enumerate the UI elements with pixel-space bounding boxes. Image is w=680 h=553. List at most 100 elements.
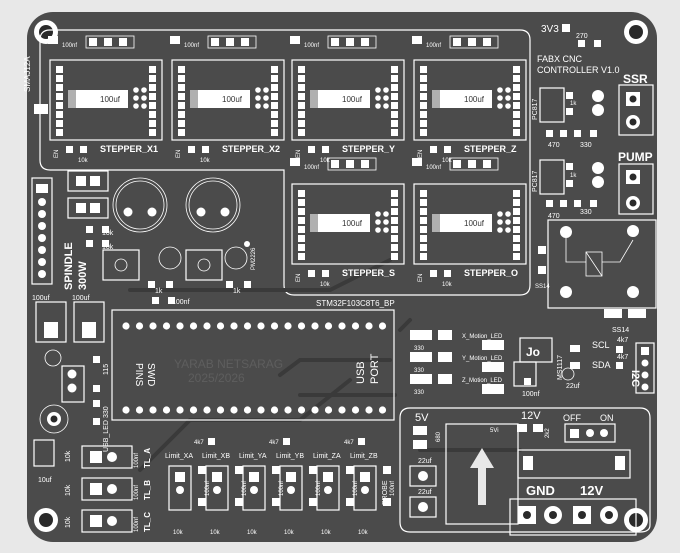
power-section-outline	[399, 407, 651, 533]
motion-led-res: 330	[414, 346, 425, 352]
svg-text:10uf: 10uf	[38, 477, 52, 484]
svg-text:330: 330	[103, 406, 110, 418]
stepper-label: STEPPER_O	[464, 268, 518, 278]
swd-label-1: SWD	[145, 363, 156, 386]
svg-text:22uf: 22uf	[566, 383, 580, 390]
svg-text:115: 115	[103, 364, 110, 375]
svg-text:1k: 1k	[155, 288, 163, 295]
relay: SS14	[535, 219, 657, 309]
decoupler-label: 100nf	[426, 165, 441, 171]
svg-text:SS14: SS14	[535, 284, 550, 290]
pc817-pump: PC817 1k 470 330	[532, 159, 604, 220]
stepper-res-label: 10k	[442, 282, 453, 288]
svg-text:1k: 1k	[570, 101, 577, 107]
svg-text:680: 680	[436, 431, 442, 442]
motion-led-label: Y_Motion_LED	[462, 356, 503, 362]
limit-pullup-label: 4k7	[194, 440, 204, 446]
svg-text:100nf: 100nf	[134, 517, 140, 532]
stepper-res-label: 10k	[442, 158, 453, 164]
gnd-label: GND	[526, 483, 555, 498]
enable-label: EN	[296, 274, 302, 282]
svg-text:100nf: 100nf	[134, 485, 140, 500]
mounting-hole-tr	[624, 20, 648, 44]
svg-text:470: 470	[548, 142, 560, 149]
svg-text:USB_LED: USB_LED	[103, 420, 110, 452]
svg-text:MS1117: MS1117	[557, 355, 564, 380]
limit-label: Limit_ZA	[313, 453, 341, 460]
enable-label: EN	[418, 274, 424, 282]
pump-connector	[618, 163, 654, 215]
power-caps-left: 100uf 100uf 115 330 USB_LED	[32, 295, 110, 452]
enable-label: EN	[418, 150, 424, 158]
ssr-label: SSR	[623, 72, 648, 86]
usb-label-1: USB	[355, 361, 367, 384]
limit-label: Limit_XA	[165, 453, 193, 460]
svg-text:10k: 10k	[65, 450, 72, 462]
limit-res: 10k	[173, 530, 184, 536]
svg-text:100uf: 100uf	[72, 295, 90, 302]
board-title-1: FABX CNC	[537, 54, 583, 64]
motion-led-label: Z_Motion_LED	[462, 378, 503, 384]
motion-led-3: 330 Z_Motion_LED	[410, 374, 504, 396]
svg-text:22uf: 22uf	[418, 489, 432, 496]
svg-text:PM2226: PM2226	[251, 247, 257, 270]
mcu-label: STM32F103C8T6_BP	[316, 299, 395, 308]
motion-led-res: 330	[414, 390, 425, 396]
limit-switch-1: Limit_XA 100nf 10k	[165, 453, 211, 536]
motion-led-group: 330X_Motion_LED330Y_Motion_LED330Z_Motio…	[410, 330, 504, 396]
decoupler-label: 100nf	[184, 43, 199, 49]
r270-label: 270	[576, 33, 588, 40]
svg-text:100uf: 100uf	[32, 295, 50, 302]
sda-label: SDA	[592, 360, 611, 370]
limit-res: 10k	[247, 530, 258, 536]
spindle-driver: 10k 10k PM2226 1k 1k 100nf	[67, 170, 257, 306]
enable-label: EN	[296, 150, 302, 158]
stepper-label: STEPPER_X1	[100, 144, 158, 154]
regulator-ms1117: Jo MS1117 22uf 100nf	[513, 337, 580, 398]
svg-text:100nf: 100nf	[134, 453, 140, 468]
limit-res: 10k	[321, 530, 332, 536]
smaj-label: SMAJ12A	[23, 56, 32, 92]
enable-label: EN	[176, 150, 182, 158]
limit-cap: 100nf	[205, 481, 211, 496]
ssr-connector	[618, 84, 654, 136]
stepper-cap-label: 100uf	[100, 95, 121, 104]
limit-pullup-label: 4k7	[344, 440, 354, 446]
limit-cap: 100nf	[279, 481, 285, 496]
stepper-cap-label: 100uf	[464, 95, 485, 104]
svg-text:1k: 1k	[570, 173, 577, 179]
limit-cap: 100nf	[390, 481, 396, 496]
svg-text:22uf: 22uf	[418, 458, 432, 465]
motion-led-res: 330	[414, 368, 425, 374]
stepper-cap-label: 100uf	[464, 219, 485, 228]
svg-text:4k7: 4k7	[617, 354, 628, 361]
limit-label: Limit_XB	[202, 453, 230, 460]
svg-text:2k2: 2k2	[545, 428, 551, 438]
svg-text:470: 470	[548, 213, 560, 220]
tlc-label: TL_C	[143, 512, 152, 532]
stepper-cap-label: 100uf	[222, 95, 243, 104]
mcu-module: STM32F103C8T6_BP SWD PINS USB PORT YARAB…	[111, 299, 395, 421]
power-supply: 5V 680 5Vi 22uf 22uf 12V 2k2 OFF ON GND …	[409, 410, 637, 536]
usb-label-2: PORT	[369, 353, 381, 384]
mounting-hole-bl	[34, 508, 58, 532]
svg-text:SS14: SS14	[612, 327, 629, 334]
stepper-res-label: 10k	[78, 158, 89, 164]
svg-text:PC817: PC817	[532, 170, 539, 192]
svg-text:10k: 10k	[102, 230, 114, 237]
svg-text:330: 330	[580, 142, 592, 149]
pcb-board	[27, 12, 657, 542]
stepper-label: STEPPER_Z	[464, 144, 517, 154]
v3v3-label: 3V3	[541, 24, 559, 35]
limit-res: 10k	[210, 530, 221, 536]
pc817-ssr: PC817 1k 470 330	[532, 87, 604, 149]
spindle-label-1: SPINDLE	[63, 242, 75, 290]
svg-text:100nf: 100nf	[172, 299, 190, 306]
